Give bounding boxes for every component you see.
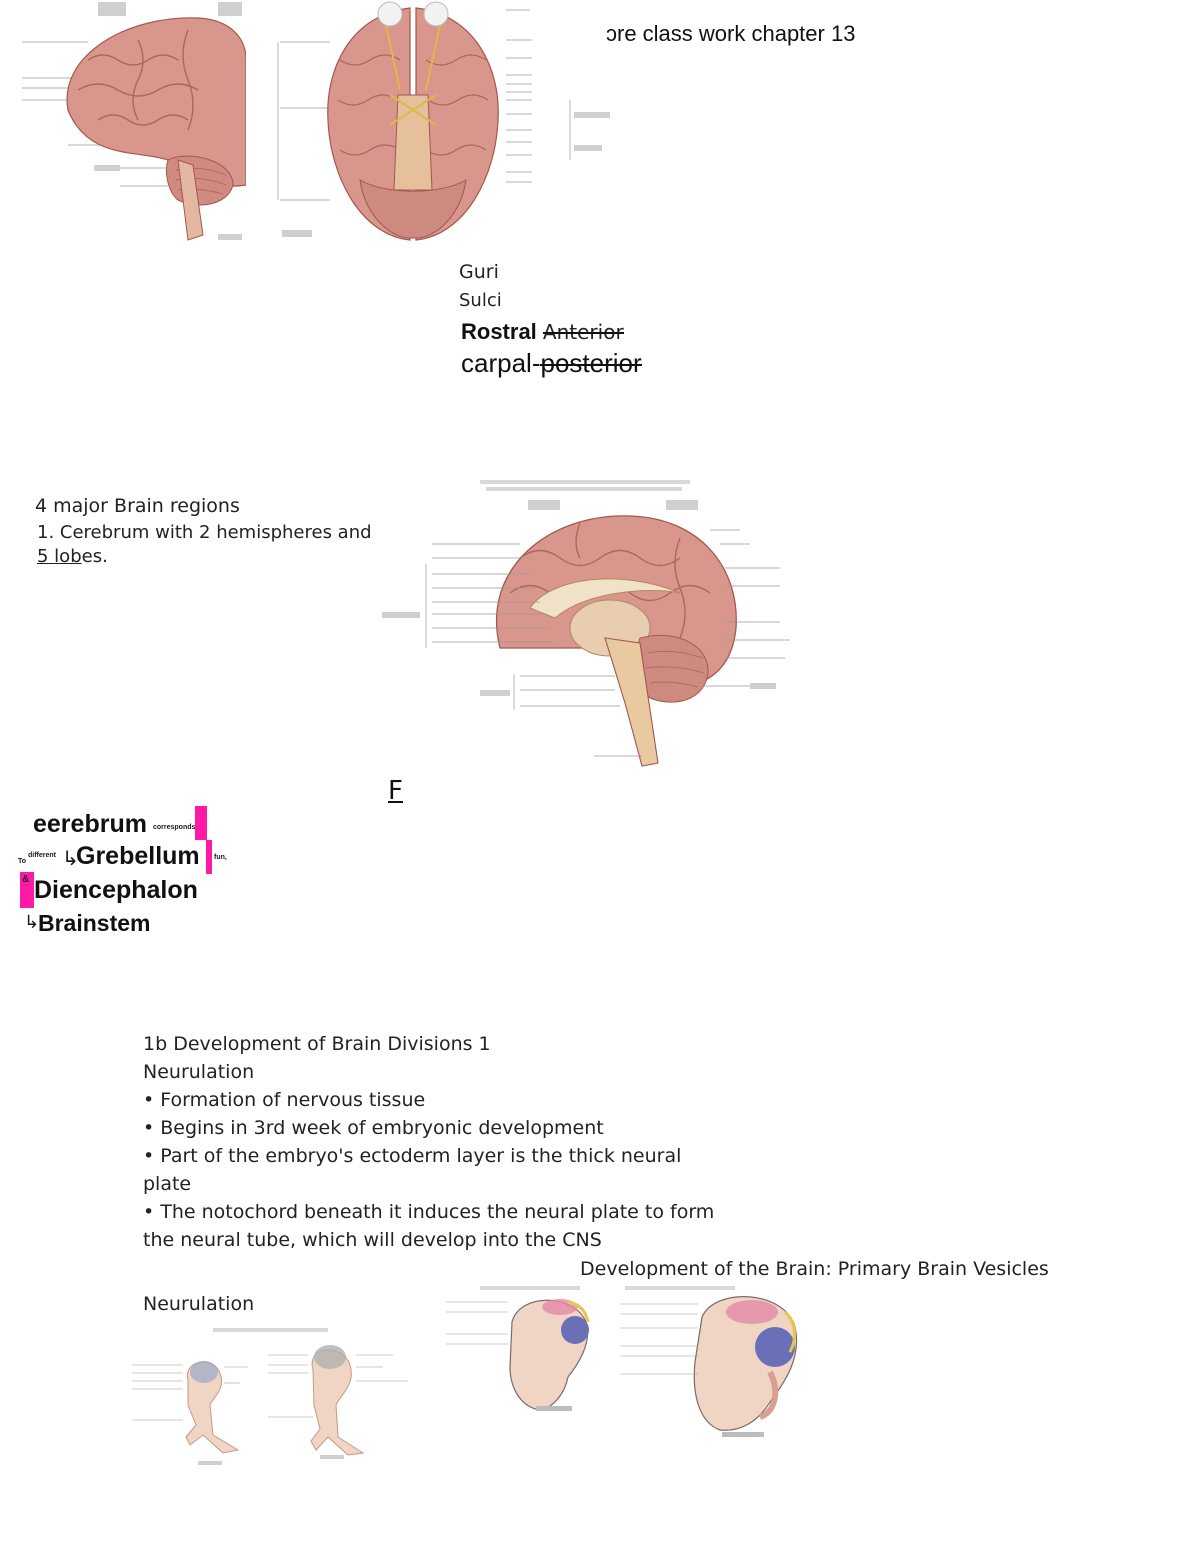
- cerebellum-word: Grebellum: [76, 842, 200, 870]
- page-title-text: ɔre class work chapter 13: [606, 21, 856, 46]
- cerebrum-word: eerebrum: [33, 810, 147, 838]
- development-title: 1b Development of Brain Divisions 1: [143, 1033, 491, 1055]
- development-bullet-1: • Formation of nervous tissue: [143, 1089, 426, 1111]
- vesicles-title: Development of the Brain: Primary Brain …: [580, 1255, 1049, 1283]
- carpal-label: carpal-: [461, 348, 541, 378]
- regions-heading: 4 major Brain regions: [35, 492, 240, 520]
- guri-label: Guri: [459, 261, 499, 283]
- highlight-mark-3: [20, 872, 34, 908]
- arrow-icon-2: ↳: [24, 912, 40, 933]
- lateral-brain-figure: [18, 0, 246, 250]
- regions-heading-text: 4 major Brain regions: [35, 495, 240, 517]
- different-note: different: [28, 852, 56, 859]
- guri-note: Guri: [459, 258, 499, 286]
- sulci-note: Sulci: [459, 287, 502, 315]
- highlight-mark-1: [195, 806, 207, 840]
- cerebellum-line: To different ↳ Grebellum fun,: [18, 840, 238, 874]
- lobes-rest: es.: [81, 546, 108, 567]
- anterior-struck: Anterior: [542, 320, 624, 344]
- cerebrum-line: eerebrum corresponds: [33, 806, 243, 840]
- development-subtitle: Neurulation: [143, 1061, 255, 1083]
- carpal-note: carpal-posterior: [461, 348, 642, 379]
- cerebrum-note: corresponds: [153, 824, 196, 831]
- brainstem-line: ↳ Brainstem: [24, 906, 204, 940]
- neurulation-label-text: Neurulation: [143, 1293, 255, 1315]
- diencephalon-line: & Diencephalon: [20, 872, 220, 908]
- development-bullet-4a: • The notochord beneath it induces the n…: [143, 1201, 715, 1223]
- sulci-label: Sulci: [459, 290, 502, 311]
- vesicles-title-text: Development of the Brain: Primary Brain …: [580, 1258, 1049, 1280]
- sagittal-brain-figure: [380, 478, 800, 770]
- to-note: To: [18, 858, 27, 865]
- regions-item-1-text: 1. Cerebrum with 2 hemispheres and: [37, 522, 372, 543]
- regions-lobes: 5 lobes.: [37, 543, 108, 571]
- embryo-figure-right: [440, 1282, 812, 1442]
- embryo-figure-left: [128, 1325, 418, 1470]
- handwritten-f: F: [388, 776, 403, 806]
- regions-item-1: 1. Cerebrum with 2 hemispheres and: [37, 519, 372, 547]
- development-bullet-2: • Begins in 3rd week of embryonic develo…: [143, 1117, 604, 1139]
- development-bullet-3b: plate: [143, 1173, 192, 1195]
- handwritten-f-text: F: [388, 776, 403, 806]
- rostral-label: Rostral: [461, 319, 537, 344]
- brainstem-word: Brainstem: [38, 910, 151, 936]
- inferior-brain-figure: [270, 0, 615, 245]
- highlight-mark-2: [206, 840, 212, 874]
- development-block: 1b Development of Brain Divisions 1 Neur…: [143, 1030, 743, 1254]
- fun-note: fun,: [214, 854, 227, 861]
- diencephalon-word: Diencephalon: [34, 876, 198, 904]
- page-title: ɔre class work chapter 13: [606, 20, 855, 48]
- amp-note: &: [22, 874, 30, 885]
- arrow-icon: ↳: [62, 846, 79, 870]
- development-bullet-3a: • Part of the embryo's ectoderm layer is…: [143, 1145, 682, 1167]
- posterior-struck: posterior: [540, 348, 642, 378]
- neurulation-label: Neurulation: [143, 1290, 254, 1318]
- development-bullet-4b: the neural tube, which will develop into…: [143, 1229, 602, 1251]
- rostral-note: Rostral Anterior: [461, 319, 624, 345]
- lobes-underlined: 5 lob: [37, 546, 82, 567]
